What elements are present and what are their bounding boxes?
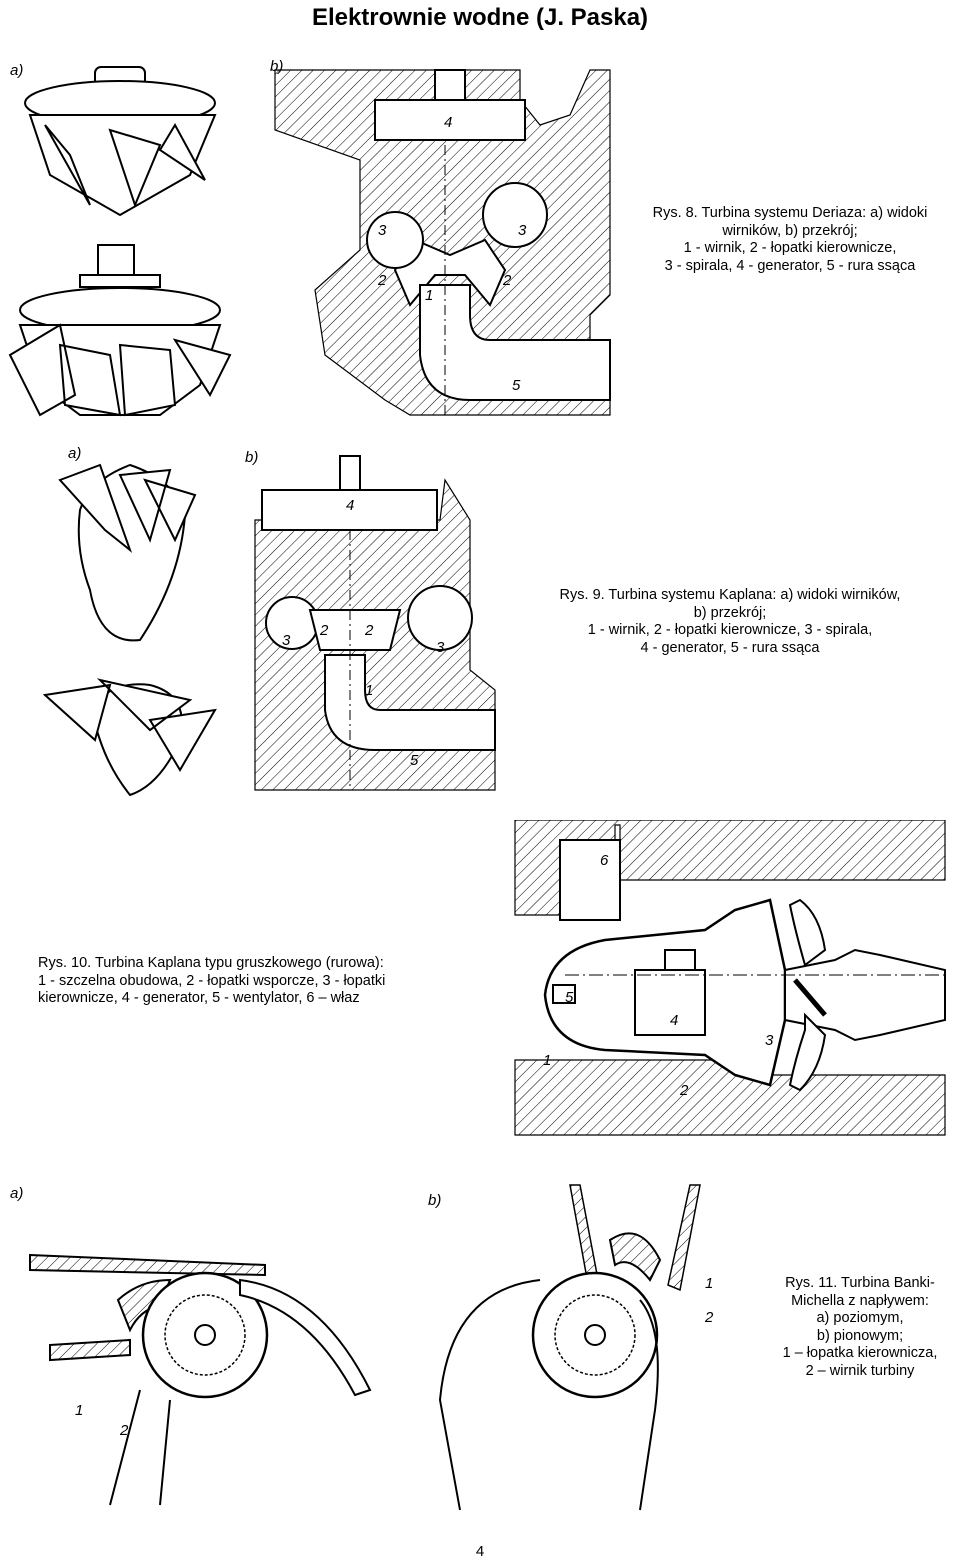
- rys10-caption-line: kierownicze, 4 - generator, 5 - wentylat…: [38, 990, 360, 1006]
- rys8-caption-line: 1 - wirnik, 2 - łopatki kierownicze,: [683, 240, 897, 256]
- rys10-figure: 6 5 4 3 1 2: [514, 820, 946, 1136]
- rys9-caption: Rys. 9. Turbina systemu Kaplana: a) wido…: [515, 587, 945, 657]
- rys8-figure: a) b) 4 3 3 2 2 1 5: [8, 58, 611, 417]
- rys8-cross-section: 4 3 3 2 2 1 5: [274, 69, 611, 416]
- rys11-figure: a) b) 1 2 1 2: [10, 1184, 714, 1511]
- rys10-caption: Rys. 10. Turbina Kaplana typu gruszkoweg…: [38, 955, 458, 1008]
- svg-text:1: 1: [425, 287, 433, 304]
- rys8-runner-drawing-2: [8, 244, 232, 417]
- svg-text:3: 3: [436, 639, 445, 656]
- rys11-panel-b: 1 2: [438, 1184, 714, 1511]
- rys8-runner-drawing-1: [24, 66, 217, 217]
- svg-text:4: 4: [346, 497, 354, 514]
- svg-text:3: 3: [378, 222, 387, 239]
- svg-text:5: 5: [410, 752, 419, 769]
- page-title: Elektrownie wodne (J. Paska): [311, 4, 649, 31]
- rys9-runner-drawing-2: [42, 678, 217, 797]
- svg-text:4: 4: [444, 114, 452, 131]
- rys8-caption: Rys. 8. Turbina systemu Deriaza: a) wido…: [625, 205, 955, 275]
- svg-text:3: 3: [282, 632, 291, 649]
- rys11-caption-line: Michella z napływem:: [791, 1292, 929, 1309]
- rys9-caption-line: 4 - generator, 5 - rura ssąca: [640, 639, 820, 656]
- svg-text:5: 5: [512, 377, 521, 394]
- rys11-caption-line: a) poziomym,: [816, 1310, 904, 1326]
- rys8-caption-line: Rys. 8. Turbina systemu Deriaza: a) wido…: [652, 205, 928, 221]
- svg-text:2: 2: [502, 272, 512, 289]
- svg-text:2: 2: [319, 622, 329, 639]
- svg-text:1: 1: [75, 1402, 83, 1419]
- rys11-caption: Rys. 11. Turbina Banki- Michella z napły…: [765, 1275, 955, 1380]
- rys11-caption-line: b) pionowym;: [816, 1327, 904, 1344]
- svg-text:2: 2: [704, 1309, 714, 1326]
- rys11-label-b: b): [428, 1192, 441, 1209]
- svg-text:2: 2: [119, 1422, 129, 1439]
- rys9-runner-drawing-1: [58, 463, 197, 642]
- rys11-caption-line: 2 – wirnik turbiny: [805, 1362, 915, 1379]
- rys9-cross-section: 4 3 2 2 3 1 5: [254, 455, 496, 791]
- page-number: 4: [475, 1543, 485, 1560]
- rys8-caption-line: wirników, b) przekrój;: [722, 222, 858, 239]
- rys9-label-b: b): [245, 449, 258, 466]
- svg-text:2: 2: [364, 622, 374, 639]
- svg-text:2: 2: [377, 272, 387, 289]
- rys9-caption-line: 1 - wirnik, 2 - łopatki kierownicze, 3 -…: [587, 622, 873, 638]
- svg-text:4: 4: [670, 1012, 678, 1029]
- svg-text:1: 1: [705, 1275, 713, 1292]
- rys11-label-a: a): [10, 1185, 23, 1202]
- svg-text:6: 6: [600, 852, 609, 869]
- rys10-caption-line: 1 - szczelna obudowa, 2 - łopatki wsporc…: [38, 972, 386, 989]
- rys11-caption-line: 1 – łopatka kierownicza,: [782, 1345, 938, 1361]
- svg-text:1: 1: [365, 682, 373, 699]
- rys9-caption-line: b) przekrój;: [693, 604, 767, 621]
- svg-text:1: 1: [543, 1052, 551, 1069]
- rys11-panel-a: 1 2: [29, 1253, 372, 1506]
- rys9-label-a: a): [68, 445, 81, 462]
- svg-text:3: 3: [518, 222, 527, 239]
- rys10-caption-line: Rys. 10. Turbina Kaplana typu gruszkoweg…: [38, 955, 384, 971]
- rys8-caption-line: 3 - spirala, 4 - generator, 5 - rura ssą…: [664, 257, 916, 274]
- rys9-caption-line: Rys. 9. Turbina systemu Kaplana: a) wido…: [559, 587, 901, 603]
- svg-text:5: 5: [565, 989, 574, 1006]
- svg-text:2: 2: [679, 1082, 689, 1099]
- rys9-figure: a) b) 4 3 2 2 3 1 5: [42, 445, 496, 797]
- rys8-label-a: a): [10, 62, 23, 79]
- rys11-caption-line: Rys. 11. Turbina Banki-: [785, 1275, 935, 1291]
- svg-text:3: 3: [765, 1032, 774, 1049]
